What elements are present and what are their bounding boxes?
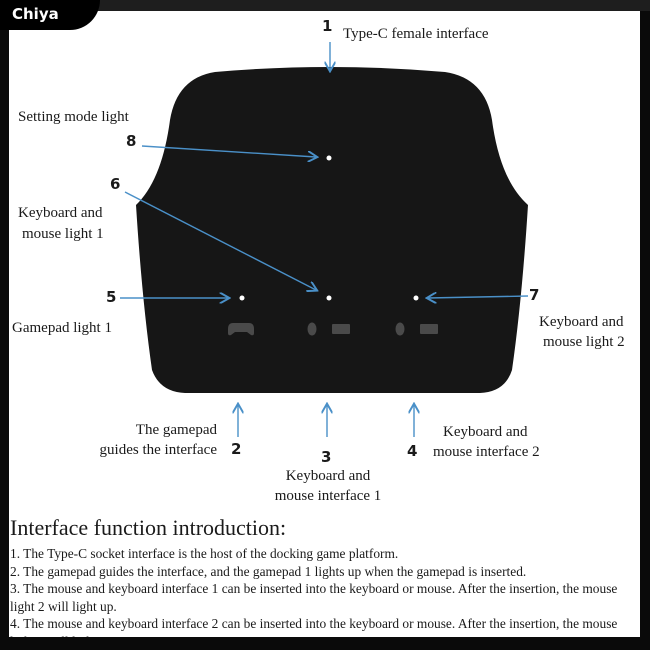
brand-logo-text: Chiya xyxy=(12,5,59,23)
intro-title: Interface function introduction: xyxy=(10,515,287,540)
keyboard-icon xyxy=(420,324,438,334)
mouse-icon xyxy=(395,322,405,336)
led-lights xyxy=(239,155,419,301)
label-kbm-interface-2-a: Keyboard and xyxy=(443,424,528,440)
arrow-8 xyxy=(141,145,316,157)
callout-number-1: 1 xyxy=(322,17,333,35)
brand-logo: Chiya xyxy=(0,0,100,30)
label-gamepad-interface-a: The gamepad xyxy=(135,422,217,438)
device-body xyxy=(136,67,528,393)
label-kbm-light-1-a: Keyboard and xyxy=(18,205,103,221)
keyboard-mouse-led-2 xyxy=(413,295,419,301)
callout-number-5: 5 xyxy=(106,288,117,306)
arrow-7 xyxy=(428,296,529,298)
callout-number-6: 6 xyxy=(110,175,121,193)
label-type-c: Type-C female interface xyxy=(343,26,489,42)
callout-number-7: 7 xyxy=(529,286,540,304)
label-kbm-light-1-b: mouse light 1 xyxy=(22,226,104,242)
mouse-icon xyxy=(307,322,317,336)
intro-line: 4. The mouse and keyboard interface 2 ca… xyxy=(10,616,618,637)
setting-mode-led xyxy=(326,155,332,161)
label-kbm-interface-2-b: mouse interface 2 xyxy=(433,444,540,460)
keyboard-mouse-led-1 xyxy=(326,295,332,301)
interface-introduction: Interface function introduction: 1. The … xyxy=(10,515,640,637)
callout-number-2: 2 xyxy=(231,440,242,458)
intro-line: 2. The gamepad guides the interface, and… xyxy=(10,563,527,579)
label-kbm-light-2-b: mouse light 2 xyxy=(543,334,625,350)
product-diagram: 1 Type-C female interface Setting mode l… xyxy=(9,11,640,637)
intro-line: 3. The mouse and keyboard interface 1 ca… xyxy=(10,581,618,614)
label-gamepad-light: Gamepad light 1 xyxy=(12,320,112,336)
label-setting-mode-light: Setting mode light xyxy=(18,109,129,125)
device-illustration xyxy=(120,42,529,437)
gamepad-icon xyxy=(228,323,254,336)
callout-number-8: 8 xyxy=(126,132,137,150)
label-kbm-light-2-a: Keyboard and xyxy=(539,314,624,330)
intro-line: 1. The Type-C socket interface is the ho… xyxy=(10,546,399,561)
label-gamepad-interface-b: guides the interface xyxy=(99,442,217,458)
keyboard-icon xyxy=(332,324,350,334)
gamepad-led xyxy=(239,295,245,301)
top-frame xyxy=(0,0,650,11)
callout-number-3: 3 xyxy=(321,448,332,466)
label-kbm-interface-1-a: Keyboard and xyxy=(285,468,371,484)
callout-arrows xyxy=(120,42,529,437)
arrow-6 xyxy=(124,191,316,290)
label-kbm-interface-1-b: mouse interface 1 xyxy=(274,488,382,504)
callout-number-4: 4 xyxy=(407,442,418,460)
